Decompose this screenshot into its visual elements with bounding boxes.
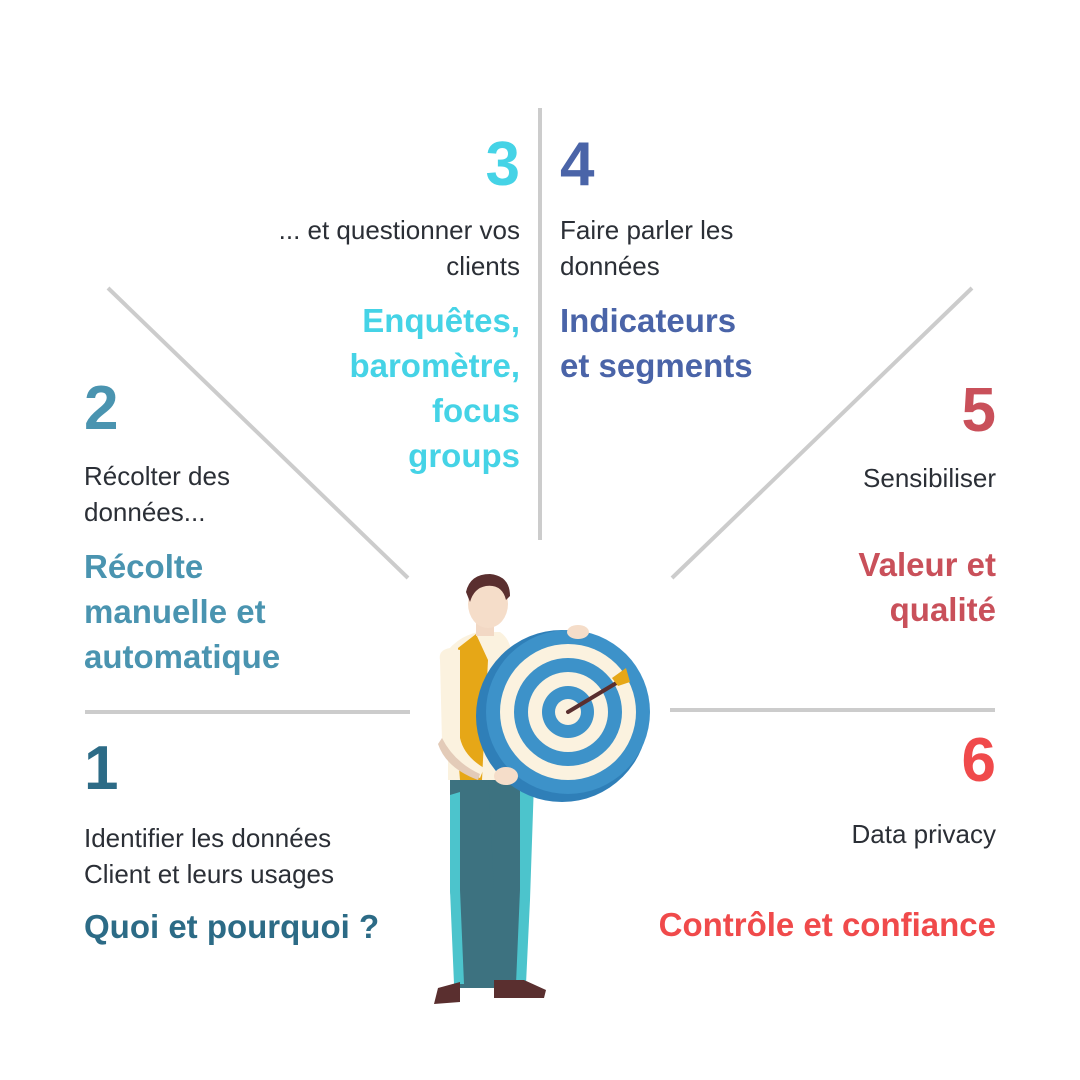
segment-1: 1 Identifier les données Client et leurs… [84,738,444,949]
segment-2-description-line: Récolter des [84,461,230,491]
segment-6-description: Data privacy [576,816,997,852]
segment-2-keyword-line: manuelle et [84,593,266,630]
segment-3-keyword: Enquêtes, baromètre, focus groups [190,298,520,478]
segment-4-description-line: données [560,251,660,281]
segment-6-keyword: Contrôle et confiance [576,902,996,947]
segment-3-number: 3 [485,130,520,199]
segment-4-description-line: Faire parler les [560,215,734,245]
segment-3: 3 ... et questionner vos clients Enquête… [190,134,520,478]
segment-4-keyword-line: Indicateurs [560,302,737,339]
person-holding-target-icon [434,574,650,1004]
segment-3-keyword-line: Enquêtes, [362,302,520,339]
segment-3-keyword-line: groups [408,437,520,474]
segment-5-keyword-line: qualité [889,591,996,628]
segment-3-description-line: clients [446,251,520,281]
segment-2-keyword-line: automatique [84,638,281,675]
segment-3-keyword-line: baromètre, [349,347,520,384]
segment-1-number: 1 [84,734,119,803]
segment-4-number: 4 [560,130,595,199]
segment-5: 5 Sensibiliser Valeur et qualité [700,380,996,632]
segment-2: 2 Récolter des données... Récolte manuel… [84,378,384,679]
segment-2-keyword-line: Récolte [84,548,204,585]
segment-1-keyword-line: Quoi et pourquoi ? [84,908,380,945]
segment-4-keyword: Indicateurs et segments [560,298,890,388]
segment-6-number: 6 [961,726,996,795]
segment-3-description-line: ... et questionner vos [278,215,520,245]
segment-5-keyword-line: Valeur et [858,546,996,583]
segment-5-number: 5 [961,376,996,445]
segment-5-keyword: Valeur et qualité [700,542,996,632]
segment-6-description-line: Data privacy [851,819,997,849]
segment-2-number: 2 [84,374,119,443]
divider-upper-right [670,286,974,580]
segment-4-keyword-line: et segments [560,347,753,384]
segment-2-keyword: Récolte manuelle et automatique [84,544,384,679]
segment-2-description: Récolter des données... [84,458,384,530]
divider-upper-left [106,286,410,580]
segment-3-description: ... et questionner vos clients [190,212,520,284]
segment-6: 6 Data privacy Contrôle et confiance [576,730,996,947]
segment-1-description-line: Identifier les données [84,823,332,853]
segment-6-keyword-line: Contrôle et confiance [658,906,996,943]
segment-4-description: Faire parler les données [560,212,890,284]
segment-5-description-line: Sensibiliser [863,463,996,493]
segment-3-keyword-line: focus [431,392,520,429]
segment-4: 4 Faire parler les données Indicateurs e… [560,134,890,388]
segment-2-description-line: données... [84,497,206,527]
segment-1-description-line: Client et leurs usages [84,859,335,889]
segment-5-description: Sensibiliser [700,460,996,496]
segment-1-description: Identifier les données Client et leurs u… [84,820,444,892]
segment-1-keyword: Quoi et pourquoi ? [84,904,444,949]
